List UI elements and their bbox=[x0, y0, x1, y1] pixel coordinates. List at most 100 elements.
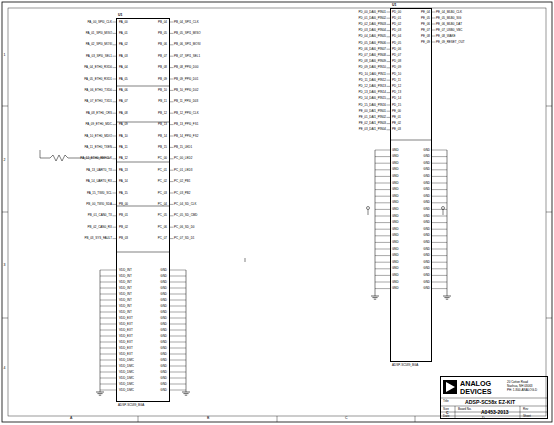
pin-name: PA_13 bbox=[119, 169, 128, 172]
ground-pin-name: GND bbox=[160, 287, 167, 290]
net-label: PD_14_DAI0_PIN15 bbox=[358, 97, 386, 100]
wire bbox=[432, 176, 447, 177]
wire bbox=[432, 229, 447, 230]
wire bbox=[375, 189, 390, 190]
wire bbox=[432, 150, 447, 151]
grid-marker: D bbox=[482, 417, 485, 421]
net-label: PD_05_DAI0_PIN06 bbox=[358, 42, 386, 45]
wire bbox=[170, 181, 174, 182]
pin-name: PB_04 bbox=[158, 21, 167, 24]
pin-name: PB_09 bbox=[158, 78, 167, 81]
net-label: PE_07_USB0_VBC bbox=[436, 29, 462, 32]
net-label: PE_05_MLB0_SIG bbox=[436, 17, 461, 20]
pin-name: PA_09 bbox=[119, 123, 128, 126]
wire bbox=[170, 90, 174, 91]
pin-name: PB_15 bbox=[158, 146, 167, 149]
power-pin-name: VDD_INT bbox=[119, 311, 132, 314]
ground-pin-name: GND bbox=[423, 188, 430, 191]
wire bbox=[100, 354, 116, 355]
pin-name: PB_05 bbox=[158, 32, 167, 35]
net-label: PB_12_PPI0_CLK bbox=[174, 112, 199, 115]
net-label: PE_02_DAI1_PIN03 bbox=[359, 122, 386, 125]
title-block-text: Board No. bbox=[458, 408, 472, 411]
wire bbox=[170, 147, 174, 148]
power-pin-name: VDD_EXT bbox=[119, 347, 133, 350]
wire bbox=[432, 24, 436, 25]
pin-name: PE_05 bbox=[421, 17, 430, 20]
net-label: PA_09_ETH0_MDC bbox=[85, 123, 112, 126]
wire bbox=[170, 342, 186, 343]
net-label: PB_09_PPI0_D01 bbox=[174, 78, 198, 81]
pin-stubs bbox=[100, 12, 447, 390]
pin-name: PA_08 bbox=[119, 112, 128, 115]
ground-pin-name: GND bbox=[423, 195, 430, 198]
pin-name: PA_02 bbox=[119, 43, 128, 46]
wire bbox=[96, 392, 104, 393]
pin-name: PA_01 bbox=[119, 32, 128, 35]
wire bbox=[432, 222, 447, 223]
pin-name: PE_08 bbox=[421, 35, 430, 38]
wire bbox=[375, 275, 390, 276]
pin-name: PD_15 bbox=[392, 104, 401, 107]
ground-pin-name: GND bbox=[392, 175, 399, 178]
net-label: PA_01_SPI0_MISO bbox=[86, 32, 112, 35]
wire bbox=[432, 202, 447, 203]
wire bbox=[100, 366, 116, 367]
pin-name: PA_04 bbox=[119, 66, 128, 69]
wire bbox=[170, 390, 186, 391]
pin-name: PA_15 bbox=[119, 192, 128, 195]
pin-name: PD_04 bbox=[392, 35, 401, 38]
ground-pin-name: GND bbox=[392, 168, 399, 171]
wire bbox=[100, 384, 116, 385]
wire bbox=[432, 183, 447, 184]
pin-name: PD_14 bbox=[392, 97, 401, 100]
wire bbox=[100, 390, 116, 391]
wire bbox=[185, 395, 187, 396]
net-label: PD_08_DAI0_PIN09 bbox=[358, 60, 386, 63]
ground-pin-name: GND bbox=[423, 274, 430, 277]
net-label: PE_03_DAI1_PIN04 bbox=[359, 128, 386, 131]
ground-pin-name: GND bbox=[423, 267, 430, 270]
ground-pin-name: GND bbox=[392, 267, 399, 270]
net-label: PC_03_PB2 bbox=[174, 192, 191, 195]
wire bbox=[100, 282, 116, 283]
net-label: PE_00_DAI1_PIN01 bbox=[359, 110, 386, 113]
ground-pin-name: GND bbox=[392, 215, 399, 218]
title-block-text: Nashua, NH 03063 bbox=[507, 385, 533, 388]
wire bbox=[375, 262, 390, 263]
pin-name: PC_01 bbox=[158, 169, 167, 172]
net-label: PC_02_PB1 bbox=[174, 180, 191, 183]
wire bbox=[432, 209, 447, 210]
wire bbox=[100, 360, 116, 361]
ground-pin-name: GND bbox=[423, 155, 430, 158]
wire bbox=[432, 36, 436, 37]
ground-pin-name: GND bbox=[160, 365, 167, 368]
wire bbox=[100, 372, 116, 373]
wire bbox=[170, 318, 186, 319]
wire bbox=[432, 30, 436, 31]
pin-name: PD_02 bbox=[392, 23, 401, 26]
power-pin-name: VDD_DMC bbox=[119, 389, 134, 392]
wire bbox=[443, 296, 451, 297]
ground-pin-name: GND bbox=[160, 383, 167, 386]
wire bbox=[170, 378, 186, 379]
pin-name: PB_06 bbox=[158, 43, 167, 46]
wire bbox=[432, 12, 436, 13]
net-label: PE_08_WAKE bbox=[436, 35, 455, 38]
wire bbox=[444, 297, 449, 298]
ground-pin-name: GND bbox=[392, 208, 399, 211]
power-pin-name: VDD_INT bbox=[119, 275, 132, 278]
wire bbox=[170, 312, 186, 313]
wire bbox=[375, 229, 390, 230]
ground-pin-name: GND bbox=[160, 341, 167, 344]
wire bbox=[371, 296, 379, 297]
ground-pin-name: GND bbox=[392, 201, 399, 204]
net-label: PA_08_ETH0_CRS bbox=[86, 112, 112, 115]
net-label: PB_04_SPI1_CLK bbox=[174, 21, 199, 24]
power-pin-name: VDD_INT bbox=[119, 287, 132, 290]
wire bbox=[170, 136, 174, 137]
ground-pin-name: GND bbox=[423, 215, 430, 218]
pin-name: PC_06 bbox=[158, 226, 167, 229]
pin-name: PA_05 bbox=[119, 78, 128, 81]
net-label: PB_05_SPI1_MISO bbox=[174, 32, 201, 35]
